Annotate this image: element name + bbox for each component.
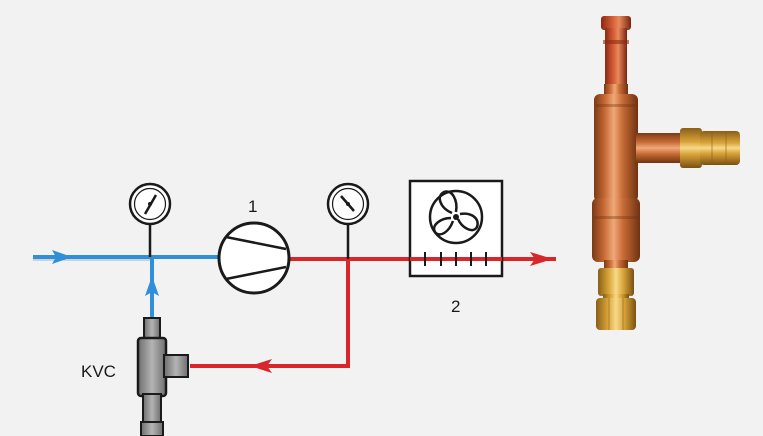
suction-pressure-gauge-icon	[128, 182, 172, 257]
discharge-pressure-gauge-icon	[326, 182, 370, 259]
outlet-flow-arrow-icon	[530, 252, 553, 266]
condenser-label: 2	[451, 297, 460, 316]
return-flow-arrow-icon	[250, 359, 272, 373]
condenser-fan-icon	[408, 179, 504, 278]
suction-line	[33, 255, 222, 322]
compressor-icon	[217, 221, 291, 295]
compressor-label: 1	[248, 197, 257, 216]
kvc-valve-product-photo	[592, 16, 740, 330]
kvc-valve-icon	[136, 317, 189, 436]
valve-label: KVC	[81, 362, 116, 381]
inlet-flow-arrow-icon	[52, 250, 72, 264]
bypass-up-flow-arrow-icon	[145, 276, 159, 296]
